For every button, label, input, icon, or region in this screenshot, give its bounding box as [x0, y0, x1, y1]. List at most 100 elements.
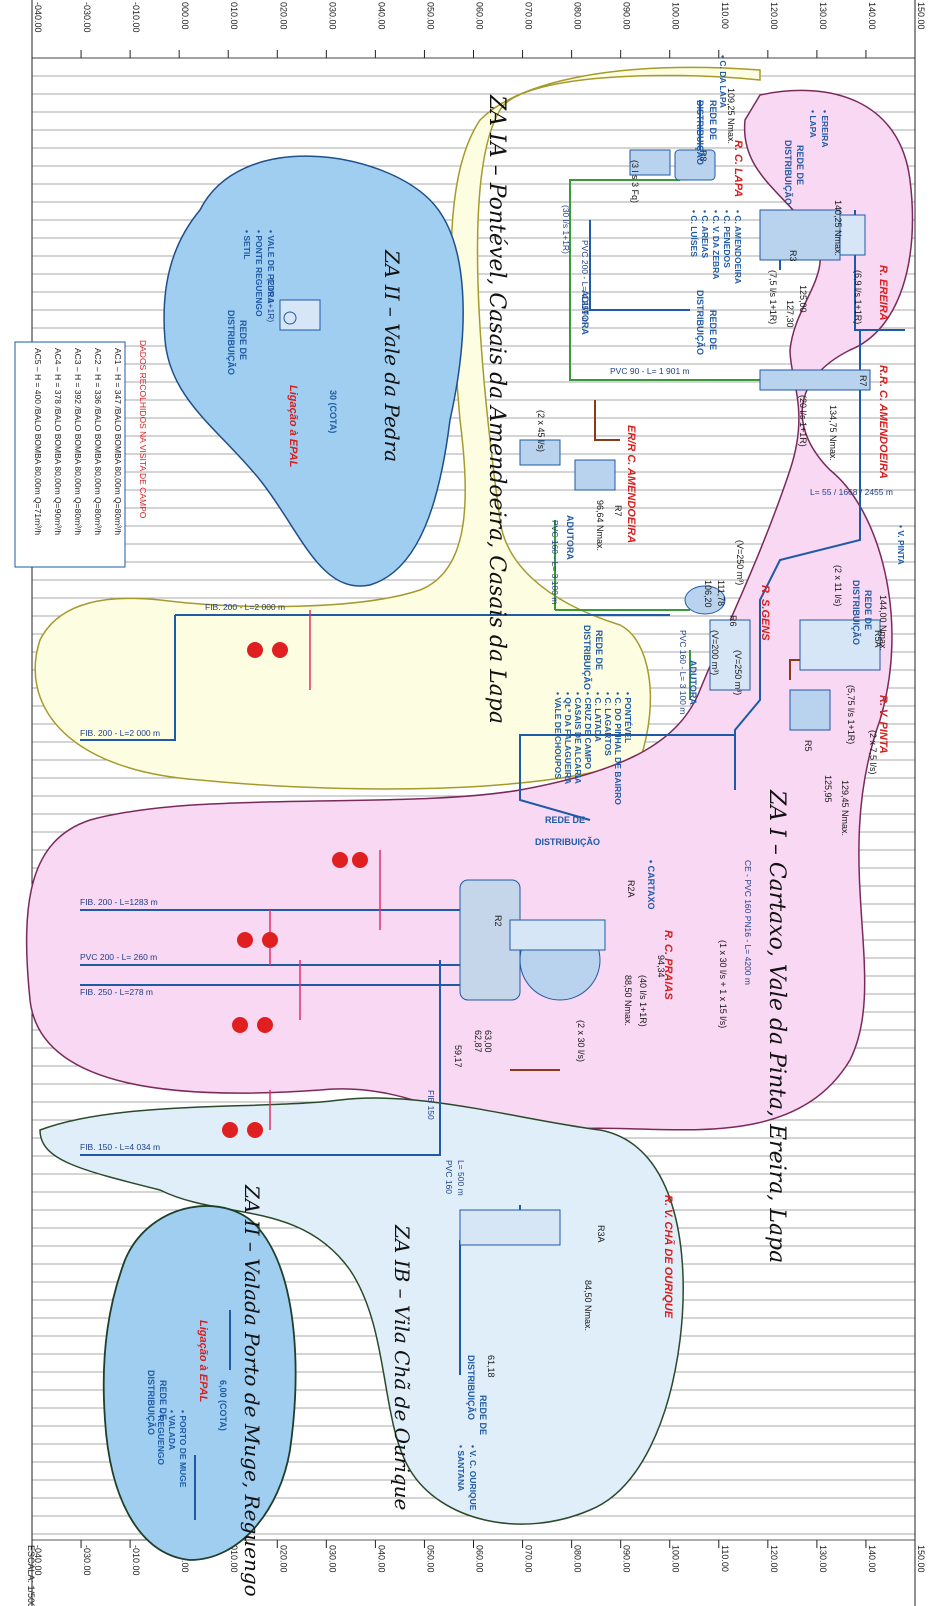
zone-za-ii-valada	[102, 1205, 297, 1561]
level-praias: 94,34	[656, 955, 666, 978]
rede-pinta: REDE DE	[863, 590, 873, 630]
level-ourique-2: 61,18	[486, 1355, 496, 1378]
place-list-ourique: • V. C. OURIQUE• SANTANA	[456, 1445, 478, 1511]
cota-pedra: 30 (COTA)	[328, 390, 338, 433]
right-axis-ticks: -040.00-030.00-010.00000.00010.00020.000…	[31, 1540, 926, 1576]
bottom-axis-tick-label: -040.00	[33, 1545, 43, 1576]
level-pinta-2: 125,95	[823, 775, 833, 803]
bottom-axis-tick-label: 150.00	[916, 1545, 926, 1573]
dist-cartaxo: DISTRIBUIÇÃO	[535, 837, 600, 847]
bottom-axis-tick: 080.00	[571, 1540, 583, 1573]
reservoir-ourique	[459, 1209, 561, 1246]
place-name: • CRUZ DE CAMPO	[583, 692, 593, 770]
legend-box: DADOS RECOLHIDOS NA VISITA DE CAMPO AC1 …	[14, 340, 148, 568]
flow-er-amendoeira: (2 x 45 l/s)	[536, 410, 546, 452]
pipe-label-p10: PVC 200 - L= 260 m	[80, 952, 157, 962]
bottom-axis-tick-label: 010.00	[229, 1545, 239, 1573]
bottom-axis-tick: 140.00	[865, 1540, 877, 1573]
legend-row: AC2 – H = 336 /BALO BOMBA 80,00m Q=80m³/…	[93, 348, 103, 535]
code-r3: R3	[788, 250, 798, 262]
rede-ereira: REDE DE	[795, 145, 805, 185]
zone-title-za-ii-pedra: ZA II – Vale da Pedra	[380, 249, 404, 462]
top-axis-tick-label: 120.00	[769, 2, 779, 30]
top-axis-tick-label: 050.00	[425, 2, 435, 30]
bottom-axis-tick: 060.00	[473, 1540, 485, 1573]
reservoir-praias	[459, 879, 606, 1001]
top-axis-tick-label: 000.00	[180, 2, 190, 30]
code-r7-rr: R7	[858, 375, 868, 387]
level-sgens-2: 106,20	[703, 580, 713, 608]
level-lapa: 109,25 Nmax.	[726, 88, 736, 144]
place-name: • C. DA LAPA	[718, 55, 728, 108]
bottom-axis-tick: 020.00	[276, 1540, 288, 1573]
level-ourique: 84,50 Nmax.	[583, 1280, 593, 1331]
adutora-1: ADUTORA	[580, 290, 590, 335]
place-name: • VALE DE PEDRA	[266, 230, 276, 304]
zone-za-ii-pedra	[163, 155, 464, 587]
level-praias-2: 88,50 Nmax.	[623, 975, 633, 1026]
pump-icon	[257, 1017, 273, 1033]
legend-rows: AC1 – H = 347 /BALO BOMBA 80,00m Q=80m³/…	[33, 348, 123, 535]
zone-title-za-ii-valada: ZA II – Valada Porto de Muge, Reguengo	[240, 1184, 264, 1597]
level-pinta-3: 144,00 Nmax.	[878, 595, 888, 651]
rede-pedra: REDE DE	[238, 320, 248, 360]
legend-title: DADOS RECOLHIDOS NA VISITA DE CAMPO	[138, 340, 148, 519]
level-ereira: 140,25 Nmax.	[833, 200, 843, 256]
flow-praias-3: (1 x 30 l/s + 1 x 15 l/s)	[718, 940, 728, 1028]
place-name: • V. PINTA	[896, 525, 906, 565]
vol-sgens-2: (V=200 m³)	[710, 630, 720, 675]
level-sgens-1: 111,78	[716, 580, 726, 606]
level-er-amendoeira: 96,64 Nmax.	[595, 500, 605, 551]
adutora-3: ADUTORA	[688, 660, 698, 705]
reservoir-name-er-amendoeira: ER/R C. AMENDOEIRA	[625, 425, 637, 543]
flow-pinta: (5,75 l/s 1+1R)	[846, 685, 856, 744]
flow-ereira-2: (7,5 l/s 1+1R)	[768, 270, 778, 324]
flow-rr-amendoeira: (20 l/s 1+1R)	[798, 395, 808, 447]
flow-lapa: (3 l s 3 Fq)	[630, 160, 640, 203]
zone-za-i	[25, 89, 914, 1132]
reservoir-lapa	[629, 149, 716, 181]
bottom-axis-tick: -010.00	[129, 1540, 141, 1576]
place-name: • PONTE REGUENGO	[254, 230, 264, 317]
place-list-lapa: • C. DA LAPA	[718, 55, 728, 108]
green-network	[554, 179, 780, 700]
bottom-axis-tick: 040.00	[374, 1540, 386, 1573]
level-pinta: 129,45 Nmax.	[840, 780, 850, 836]
code-r3a: R3A	[596, 1225, 606, 1243]
epal-label-valada: Ligação à EPAL	[197, 1320, 209, 1403]
flow-praias: (40 l/s 1+1R)	[638, 975, 648, 1027]
bottom-axis-tick-label: 030.00	[327, 1545, 337, 1573]
pipe-label-p15: FIB 150	[426, 1090, 436, 1120]
top-axis-tick-label: 110.00	[720, 2, 730, 29]
reservoir-sgens	[684, 585, 751, 691]
place-name: • C. AMENDOEIRA	[733, 210, 743, 284]
vol-sgens-1: (V=250 m³)	[735, 540, 745, 585]
bottom-axis-tick: -030.00	[80, 1540, 92, 1576]
code-r5a: R5A	[873, 630, 883, 648]
place-list-ereira: • EREIRA• LAPA	[808, 110, 830, 147]
place-list-pinta: • V. PINTA	[896, 525, 906, 565]
place-name: • SETIL	[242, 230, 252, 259]
dist-lapa: DISTRIBUIÇÃO	[695, 100, 705, 165]
top-axis-tick: 040.00	[374, 2, 386, 58]
pump-icon	[237, 932, 253, 948]
pump-symbols	[222, 642, 368, 1138]
pipe-label-p9: FIB. 200 - L=1283 m	[80, 897, 158, 907]
top-axis-tick: 100.00	[669, 2, 681, 58]
top-axis-tick-label: 130.00	[818, 2, 828, 30]
pump-icon	[247, 1122, 263, 1138]
bottom-axis-tick-label: -030.00	[82, 1545, 92, 1576]
legend-row: AC3 – H = 392 /BALO BOMBA 80,00m Q=80m³/…	[73, 348, 83, 535]
bottom-axis-tick-label: 080.00	[573, 1545, 583, 1573]
bottom-axis-tick-label: 020.00	[278, 1545, 288, 1573]
bottom-axis-tick-label: 050.00	[425, 1545, 435, 1573]
level-praias-5: 59,17	[453, 1045, 463, 1068]
top-axis-tick: -040.00	[31, 2, 43, 58]
place-name: • C. LAGARTOS	[603, 692, 613, 756]
legend-row: AC1 – H = 347 /BALO BOMBA 80,00m Q=80m³/…	[113, 348, 123, 535]
level-rr-amendoeira: 134,75 Nmax.	[828, 405, 838, 461]
code-r6: R6	[728, 615, 738, 627]
bottom-axis-tick: 110.00	[718, 1540, 730, 1572]
bottom-axis-tick: 150.00	[914, 1540, 926, 1573]
